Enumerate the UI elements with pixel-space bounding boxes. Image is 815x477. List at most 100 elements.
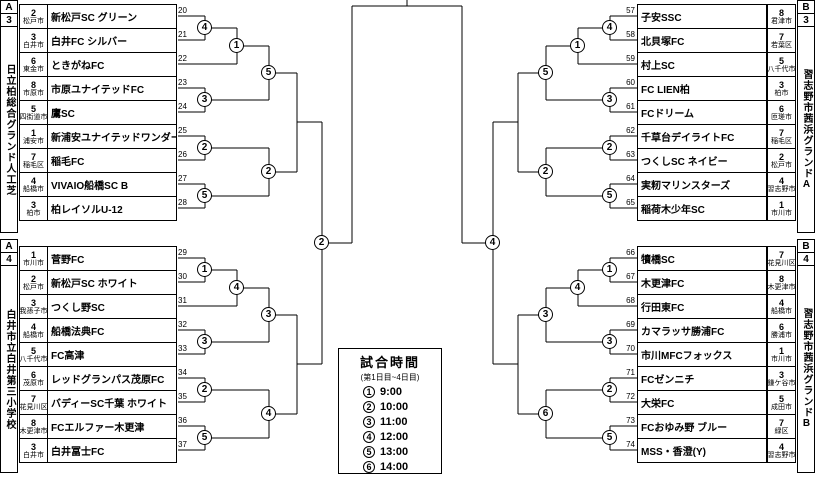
match-time-circle: 5 xyxy=(602,188,617,203)
team-name: カマラッサ勝浦FC xyxy=(637,318,767,343)
team-name: 木更津FC xyxy=(637,270,767,295)
team-name: MSS・香澄(Y) xyxy=(637,438,767,463)
corner-region-label: A xyxy=(0,0,18,14)
draw-number: 60 xyxy=(626,78,635,87)
match-time-circle: 5 xyxy=(197,430,212,445)
city-label: 船橋市 xyxy=(23,331,44,339)
draw-number: 63 xyxy=(626,150,635,159)
draw-number: 22 xyxy=(178,54,187,63)
match-time-circle: 4 xyxy=(229,280,244,295)
district-number: 8 xyxy=(778,7,784,18)
draw-number: 29 xyxy=(178,248,187,257)
match-time-circle: 3 xyxy=(261,307,276,322)
slot-number: 5 xyxy=(363,446,375,458)
city-label: 白井市 xyxy=(23,41,44,49)
district-number: 7 xyxy=(778,417,784,428)
district-number: 7 xyxy=(778,127,784,138)
match-time-circle: 2 xyxy=(602,382,617,397)
draw-number: 73 xyxy=(626,416,635,425)
city-label: 鎌ケ谷市 xyxy=(767,379,796,387)
draw-number: 23 xyxy=(178,78,187,87)
district-number: 1 xyxy=(778,199,784,210)
draw-number: 20 xyxy=(178,6,187,15)
district-number: 7 xyxy=(778,31,784,42)
district-number: 1 xyxy=(30,127,36,138)
venue-name: 日立柏総合グランド人工芝 xyxy=(4,63,15,196)
draw-number: 62 xyxy=(626,126,635,135)
city-label: 花見川区 xyxy=(19,403,48,411)
slot-time: 12:00 xyxy=(380,431,409,443)
district-number: 4 xyxy=(30,321,36,332)
district-number: 7 xyxy=(30,151,36,162)
city-label: 松戸市 xyxy=(771,161,792,169)
district-number: 3 xyxy=(30,31,36,42)
slot-time: 11:00 xyxy=(380,416,408,428)
city-label: 稲毛区 xyxy=(23,161,44,169)
district-number: 4 xyxy=(778,175,784,186)
district-number: 8 xyxy=(778,273,784,284)
corner-block-label: 3 xyxy=(0,13,18,27)
team-name: 船橋法典FC xyxy=(47,318,177,343)
match-time-circle: 2 xyxy=(261,164,276,179)
corner-region-label: A xyxy=(0,239,18,253)
draw-number: 68 xyxy=(626,296,635,305)
city-label: 木更津市 xyxy=(767,283,796,291)
match-time-circle: 5 xyxy=(602,430,617,445)
slot-number: 2 xyxy=(363,401,375,413)
city-label: 市原市 xyxy=(23,89,44,97)
slot-number: 6 xyxy=(363,461,375,473)
district-number: 3 xyxy=(30,199,36,210)
match-time-circle: 1 xyxy=(570,38,585,53)
district-number: 4 xyxy=(30,175,36,186)
match-time-circle: 5 xyxy=(538,65,553,80)
draw-number: 24 xyxy=(178,102,187,111)
district-number: 5 xyxy=(30,345,36,356)
slot-number: 1 xyxy=(363,386,375,398)
city-label: 君津市 xyxy=(771,17,792,25)
match-time-circle: 6 xyxy=(538,406,553,421)
district-number: 4 xyxy=(778,441,784,452)
venue-name: 習志野市茜浜グランドB xyxy=(801,308,812,430)
city-label: 我孫子市 xyxy=(19,307,48,315)
match-time-circle: 2 xyxy=(197,140,212,155)
match-time-circle: 1 xyxy=(229,38,244,53)
team-name: 実籾マリンスターズ xyxy=(637,172,767,197)
city-label: 習志野市 xyxy=(767,185,796,193)
district-number: 4 xyxy=(778,297,784,308)
match-time-circle: 5 xyxy=(261,65,276,80)
city-label: 浦安市 xyxy=(23,137,44,145)
district-number: 7 xyxy=(30,393,36,404)
city-label: 成田市 xyxy=(771,403,792,411)
city-label: 船橋市 xyxy=(23,185,44,193)
